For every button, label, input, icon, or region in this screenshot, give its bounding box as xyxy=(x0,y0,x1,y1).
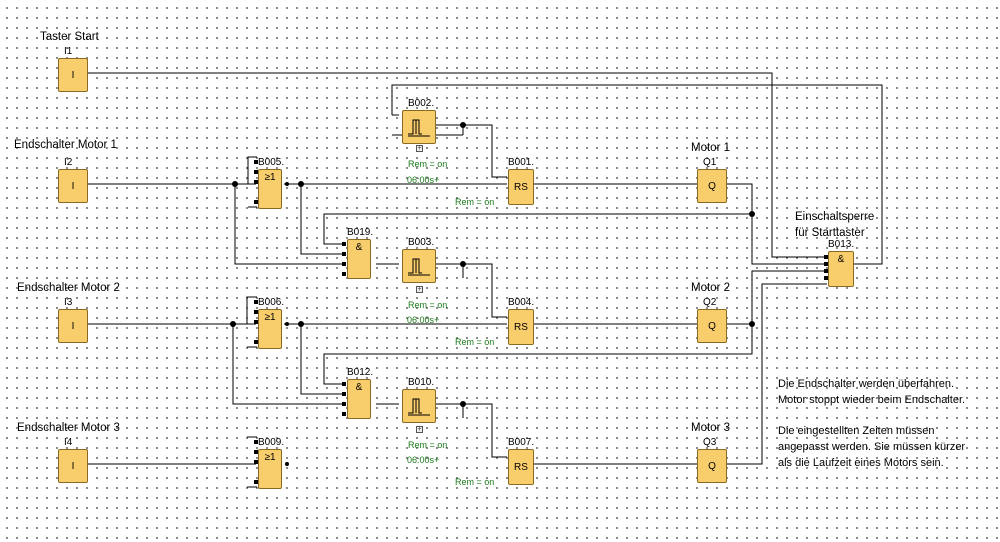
timer-b010-id: B010. xyxy=(408,377,435,388)
output-glyph: Q xyxy=(708,180,716,192)
output-q1-id: Q1 xyxy=(703,157,717,168)
rs-glyph: RS xyxy=(514,181,528,193)
or-glyph: ≥1 xyxy=(264,172,276,183)
output-q3-id: Q3 xyxy=(703,437,717,448)
timer-block-b010[interactable] xyxy=(402,389,436,423)
output-block-q1[interactable]: Q xyxy=(697,169,727,203)
rs-block-b001[interactable]: RS xyxy=(508,169,534,205)
timer-block-b002[interactable] xyxy=(402,110,436,144)
rs-glyph: RS xyxy=(514,461,528,473)
timer-b010-time: 06:00s+ xyxy=(407,455,440,465)
input-glyph: I xyxy=(71,460,75,472)
rs-b001-rem: Rem = on xyxy=(455,197,495,207)
rs-block-b004[interactable]: RS xyxy=(508,309,534,345)
and-glyph: & xyxy=(355,242,363,253)
expand-icon[interactable]: + xyxy=(416,145,423,152)
rs-b007-rem: Rem = on xyxy=(455,477,495,487)
and-block-b013[interactable]: & xyxy=(828,251,854,287)
pulse-timer-icon xyxy=(408,119,430,137)
rs-b004-rem: Rem = on xyxy=(455,337,495,347)
input-i2-id: I2 xyxy=(64,157,73,168)
input-i1-title: Taster Start xyxy=(40,31,99,43)
timer-b002-time: 06:00s+ xyxy=(407,175,440,185)
timer-b003-id: B003. xyxy=(408,237,435,248)
and-block-b012[interactable]: & xyxy=(347,379,371,419)
wire-b013-feedback xyxy=(391,84,883,265)
rs-block-b007[interactable]: RS xyxy=(508,449,534,485)
output-q1-title: Motor 1 xyxy=(691,142,730,154)
input-glyph: I xyxy=(71,180,75,192)
input-i1-id: I1 xyxy=(64,46,73,57)
note-line: als die Laufzeit eines Motors sein. xyxy=(778,457,944,469)
and-b013-title-1: Einschaltsperre xyxy=(795,211,875,223)
input-i4-title: Endschalter Motor 3 xyxy=(17,422,120,434)
output-glyph: Q xyxy=(708,460,716,472)
input-i4-id: I4 xyxy=(64,437,73,448)
expand-icon[interactable]: + xyxy=(416,286,423,293)
wire-i1-to-b013 xyxy=(83,72,827,258)
rs-b007-id: B007. xyxy=(508,437,535,448)
input-i3-title: Endschalter Motor 2 xyxy=(17,282,120,294)
note-line: angepasst werden. Sie müssen kürzer xyxy=(778,441,966,453)
or-b009-id: B009. xyxy=(258,437,285,448)
input-block-i4[interactable]: I xyxy=(58,449,88,483)
timer-b002-rem: Rem = on xyxy=(408,159,448,169)
comment-note-1[interactable]: Die Endschalter werden überfahren. Motor… xyxy=(778,376,965,408)
note-line: Die Endschalter werden überfahren. xyxy=(778,378,955,390)
and-b012-id: B012. xyxy=(347,367,374,378)
input-block-i3[interactable]: I xyxy=(58,309,88,343)
or-b005-id: B005. xyxy=(258,157,285,168)
output-block-q3[interactable]: Q xyxy=(697,449,727,483)
or-glyph: ≥1 xyxy=(264,312,276,323)
input-glyph: I xyxy=(71,69,75,81)
timer-b003-time: 06:00s+ xyxy=(407,315,440,325)
input-i2-title: Endschalter Motor 1 xyxy=(14,139,117,151)
output-q3-title: Motor 3 xyxy=(691,422,730,434)
and-b013-title-2: für Starttaster xyxy=(795,227,865,239)
timer-b003-rem: Rem = on xyxy=(408,300,448,310)
rs-b004-id: B004. xyxy=(508,297,535,308)
input-glyph: I xyxy=(71,320,75,332)
and-b019-id: B019. xyxy=(347,227,374,238)
pulse-timer-icon xyxy=(408,398,430,416)
timer-b002-id: B002. xyxy=(408,98,435,109)
rs-glyph: RS xyxy=(514,321,528,333)
timer-b010-rem: Rem = on xyxy=(408,440,448,450)
or-block-b009[interactable]: ≥1 xyxy=(258,449,282,489)
and-glyph: & xyxy=(837,254,845,265)
input-block-i1[interactable]: I xyxy=(58,58,88,92)
timer-block-b003[interactable] xyxy=(402,249,436,283)
wire-b002-out xyxy=(435,124,507,178)
output-block-q2[interactable]: Q xyxy=(697,309,727,343)
or-block-b006[interactable]: ≥1 xyxy=(258,309,282,349)
note-line: Motor stoppt wieder beim Endschalter. xyxy=(778,394,966,406)
output-q2-id: Q2 xyxy=(703,297,717,308)
and-block-b019[interactable]: & xyxy=(347,239,371,279)
or-b006-id: B006. xyxy=(258,297,285,308)
rs-b001-id: B001. xyxy=(508,157,535,168)
note-line: Die eingestellten Zeiten müssen xyxy=(778,425,935,437)
input-i3-id: I3 xyxy=(64,297,73,308)
comment-note-2[interactable]: Die eingestellten Zeiten müssen angepass… xyxy=(778,423,965,471)
and-glyph: & xyxy=(355,382,363,393)
expand-icon[interactable]: + xyxy=(416,426,423,433)
and-b013-id: B013. xyxy=(828,239,855,250)
or-block-b005[interactable]: ≥1 xyxy=(258,169,282,209)
input-block-i2[interactable]: I xyxy=(58,169,88,203)
output-glyph: Q xyxy=(708,320,716,332)
output-q2-title: Motor 2 xyxy=(691,282,730,294)
pulse-timer-icon xyxy=(408,258,430,276)
or-glyph: ≥1 xyxy=(264,452,276,463)
